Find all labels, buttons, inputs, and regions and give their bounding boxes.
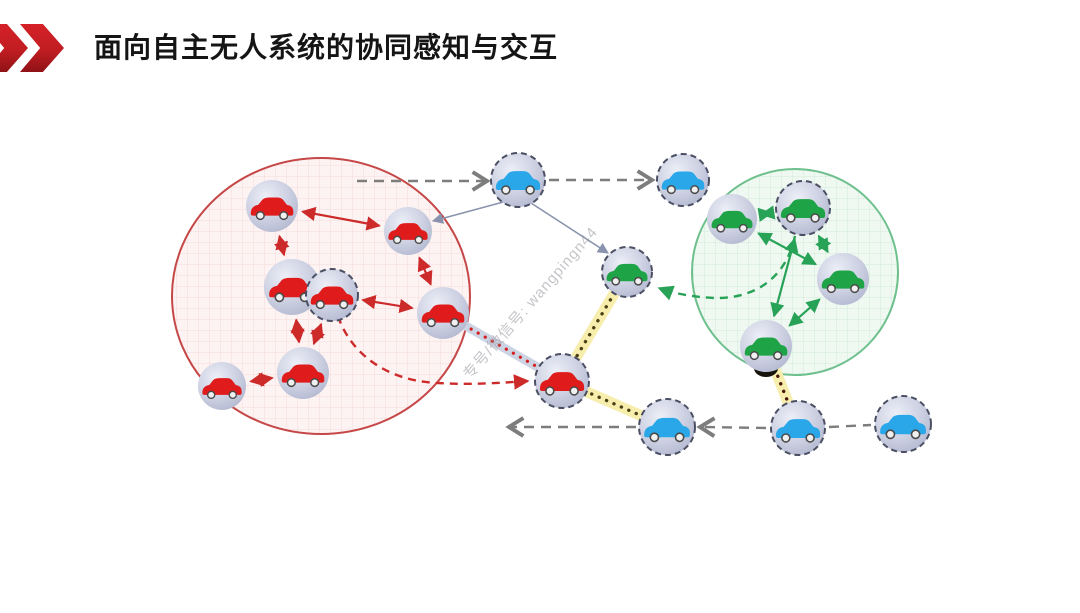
red-car-icon bbox=[250, 197, 294, 221]
green-bidirectional-link-G1-G2 bbox=[757, 205, 776, 222]
vehicle-node-G2 bbox=[775, 180, 831, 236]
red-car-icon bbox=[269, 277, 315, 303]
vehicle-node-R6 bbox=[277, 347, 329, 399]
green-car-icon bbox=[821, 270, 865, 294]
red-bidirectional-link-R4-R5 bbox=[361, 294, 414, 314]
layer-nodes bbox=[198, 152, 932, 456]
layer-edges bbox=[249, 180, 872, 429]
vehicle-node-B3 bbox=[638, 398, 696, 456]
red-bidirectional-link-R3-R6 bbox=[290, 318, 305, 344]
red-car-icon bbox=[281, 364, 325, 388]
vehicle-node-R4 bbox=[305, 268, 359, 322]
red-car-icon bbox=[539, 372, 585, 396]
green-car-icon bbox=[606, 263, 648, 286]
red-car-icon bbox=[421, 304, 465, 328]
slide-title: 面向自主无人系统的协同感知与交互 bbox=[94, 32, 559, 63]
green-car-icon bbox=[780, 199, 826, 223]
vehicle-node-G1 bbox=[707, 194, 757, 244]
gray-observation-link bbox=[431, 200, 508, 224]
vehicle-node-B4 bbox=[770, 400, 826, 456]
red-car-icon bbox=[202, 378, 242, 400]
green-bidirectional-link-G3-G4 bbox=[788, 298, 821, 327]
green-car-icon bbox=[744, 337, 788, 361]
vehicle-node-G3 bbox=[817, 253, 869, 305]
vehicle-node-C1 bbox=[534, 353, 590, 409]
blue-car-icon bbox=[495, 171, 541, 195]
red-bidirectional-link-R4-R6 bbox=[310, 322, 325, 346]
red-bidirectional-link-R7-R6 bbox=[249, 372, 274, 388]
red-bidirectional-link-R1-R3 bbox=[274, 234, 290, 257]
red-dashed-curve-link bbox=[336, 315, 530, 390]
slide-header: 面向自主无人系统的协同感知与交互 bbox=[0, 22, 558, 74]
blue-car-icon bbox=[775, 419, 821, 443]
vehicle-node-R7 bbox=[198, 362, 246, 410]
green-car-icon bbox=[711, 210, 753, 233]
dashed-route-link bbox=[828, 423, 872, 429]
vehicle-node-R5 bbox=[417, 287, 469, 339]
vehicle-node-R2 bbox=[384, 207, 432, 255]
vehicle-node-G4 bbox=[740, 320, 792, 372]
vehicle-node-B2 bbox=[656, 153, 710, 207]
vehicle-node-R1 bbox=[246, 180, 298, 232]
blue-car-icon bbox=[661, 171, 705, 195]
red-bidirectional-link-R1-R2 bbox=[301, 206, 381, 231]
green-dashed-curve-link bbox=[657, 235, 797, 301]
double-chevron-right-icon bbox=[0, 23, 64, 73]
red-car-icon bbox=[388, 223, 428, 245]
blue-car-icon bbox=[880, 414, 926, 440]
blue-car-icon bbox=[644, 417, 690, 443]
gray-observation-link bbox=[530, 202, 609, 254]
green-bidirectional-link-G2-G3 bbox=[815, 234, 832, 254]
vehicle-node-B1 bbox=[490, 152, 546, 208]
dashed-route-link bbox=[700, 427, 767, 428]
red-car-icon bbox=[310, 286, 354, 310]
red-bidirectional-link-R2-R5 bbox=[417, 256, 433, 286]
vehicle-node-B5 bbox=[874, 395, 932, 453]
vehicle-node-G0 bbox=[601, 246, 653, 298]
